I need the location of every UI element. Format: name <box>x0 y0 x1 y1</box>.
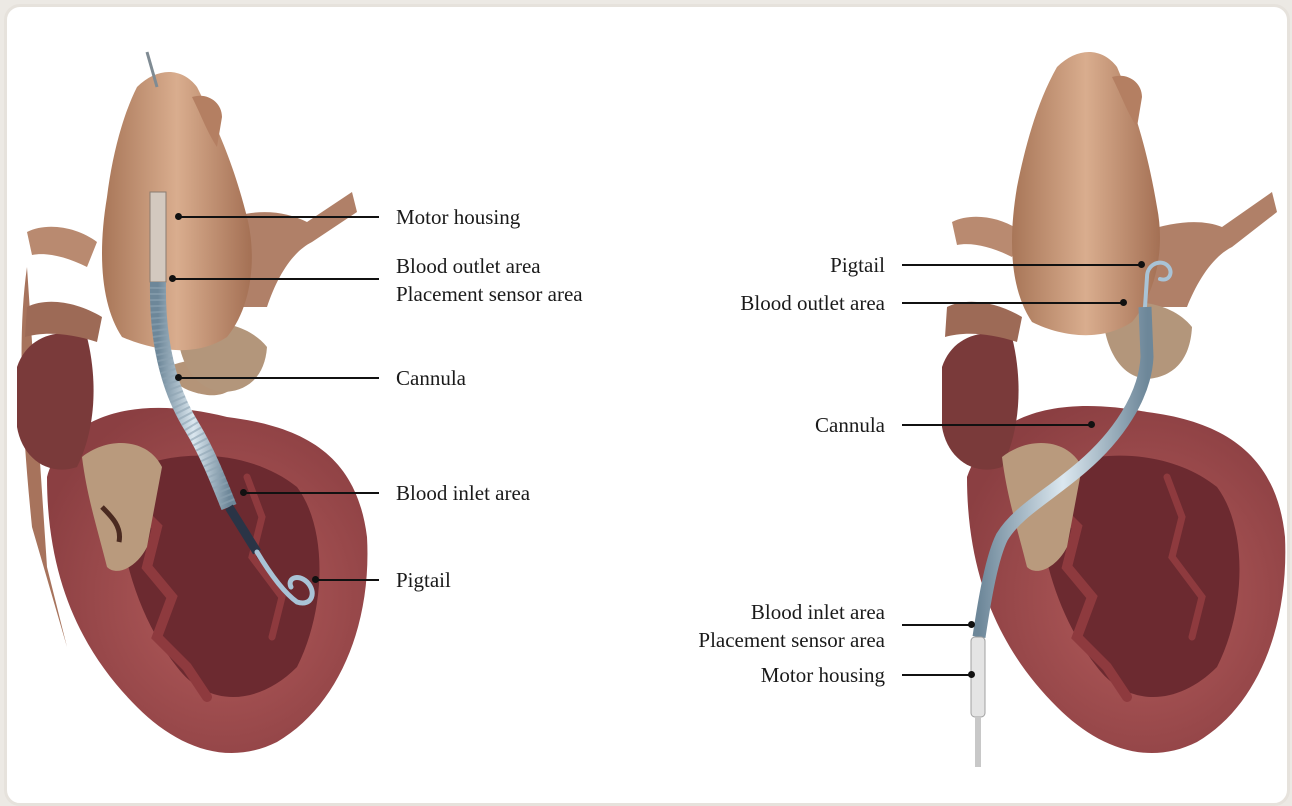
figure-frame: Motor housing Blood outlet area Placemen… <box>4 4 1290 806</box>
left-label-motor-housing: Motor housing <box>396 203 520 231</box>
right-label-blood-inlet-area: Blood inlet area <box>751 598 885 626</box>
right-right-atrium <box>942 333 1019 469</box>
left-label-cannula: Cannula <box>396 364 466 392</box>
left-label-blood-inlet-area: Blood inlet area <box>396 479 530 507</box>
left-label-placement-sensor-area: Placement sensor area <box>396 280 583 308</box>
left-label-blood-outlet-area: Blood outlet area <box>396 252 541 280</box>
right-motor-housing-marker <box>968 671 975 678</box>
left-device-motor <box>150 192 166 282</box>
right-label-placement-sensor-area: Placement sensor area <box>698 626 885 654</box>
right-outlet-marker <box>1120 299 1127 306</box>
left-label-pigtail: Pigtail <box>396 566 451 594</box>
right-cannula-marker <box>1088 421 1095 428</box>
right-outlet-leader <box>902 302 1124 304</box>
right-label-cannula: Cannula <box>815 411 885 439</box>
right-inlet-leader <box>902 624 972 626</box>
right-cannula-leader <box>902 424 1092 426</box>
right-label-motor-housing: Motor housing <box>761 661 885 689</box>
heart-illustration-left <box>7 7 1287 803</box>
right-motor-housing-leader <box>902 674 972 676</box>
right-pigtail-leader <box>902 264 1142 266</box>
right-label-pigtail: Pigtail <box>830 251 885 279</box>
left-pigtail-leader <box>316 579 379 581</box>
right-pigtail-marker <box>1138 261 1145 268</box>
right-inlet-marker <box>968 621 975 628</box>
left-cannula-leader <box>179 377 379 379</box>
left-motor-housing-leader <box>179 216 379 218</box>
right-label-blood-outlet-area: Blood outlet area <box>740 289 885 317</box>
left-outlet-leader <box>173 278 379 280</box>
right-upper-vessel <box>952 217 1022 257</box>
left-right-atrium <box>17 333 94 469</box>
left-upper-vessel <box>27 227 97 267</box>
left-inlet-leader <box>244 492 379 494</box>
left-aorta <box>102 72 252 350</box>
